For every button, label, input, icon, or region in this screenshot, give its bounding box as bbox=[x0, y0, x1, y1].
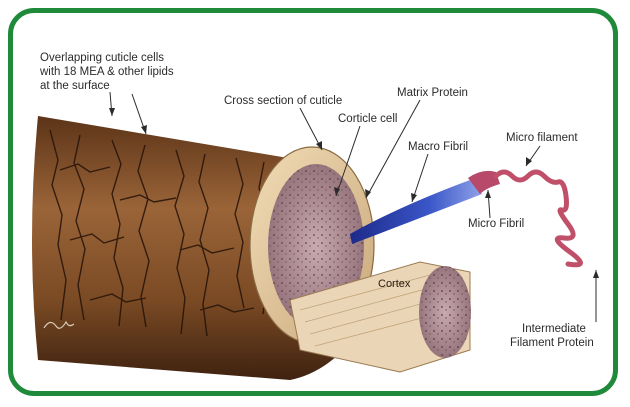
label-cortex: Cortex bbox=[378, 278, 411, 290]
label-intermediate-line2: Filament Protein bbox=[510, 337, 594, 349]
label-micro-fibril: Micro Fibril bbox=[468, 218, 524, 230]
label-cuticle-line2: with 18 MEA & other lipids bbox=[39, 66, 174, 78]
label-cross-section: Cross section of cuticle bbox=[224, 95, 342, 107]
label-cuticle-line3: at the surface bbox=[40, 80, 110, 92]
label-macro-fibril: Macro Fibril bbox=[408, 141, 468, 153]
label-corticle-cell: Corticle cell bbox=[338, 113, 397, 125]
label-matrix-protein: Matrix Protein bbox=[397, 87, 468, 99]
label-cuticle-line1: Overlapping cuticle cells bbox=[40, 52, 164, 64]
label-micro-filament: Micro filament bbox=[506, 132, 578, 144]
label-intermediate-line1: Intermediate bbox=[522, 323, 586, 335]
